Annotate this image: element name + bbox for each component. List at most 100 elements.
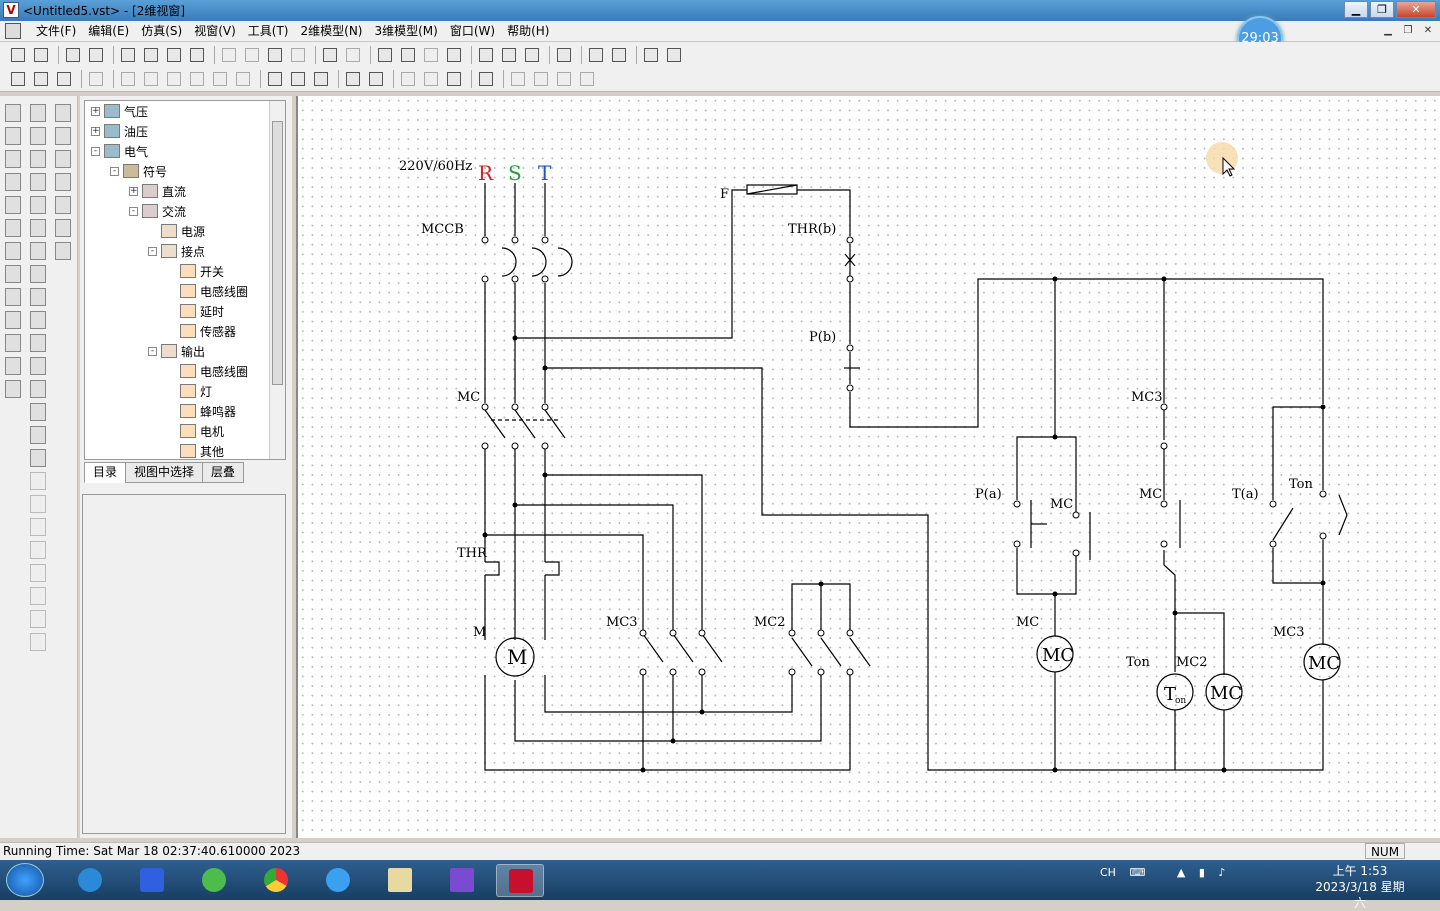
open-file-icon[interactable] bbox=[118, 45, 138, 65]
pause-icon[interactable] bbox=[421, 45, 441, 65]
cloud-app-icon[interactable] bbox=[314, 864, 362, 897]
panel-tab-1[interactable]: 视图中选择 bbox=[125, 462, 204, 483]
draw-tool-icon[interactable] bbox=[30, 242, 46, 260]
mdi-close-icon[interactable]: ✕ bbox=[1423, 25, 1433, 36]
tree-item[interactable]: +直流 bbox=[129, 181, 186, 201]
refresh-app-icon[interactable] bbox=[190, 864, 238, 897]
tile-4-icon[interactable] bbox=[577, 69, 597, 89]
tree-item[interactable]: 灯 bbox=[167, 381, 212, 401]
rotate-icon[interactable] bbox=[421, 69, 441, 89]
expand-icon[interactable]: + bbox=[129, 185, 138, 196]
draw-tool-icon[interactable] bbox=[30, 357, 46, 375]
tree-item[interactable]: -电气 bbox=[91, 141, 148, 161]
component-tree[interactable]: +气压+油压-电气-符号+直流-交流电源-接点开关电感线圈延时传感器-输出电感线… bbox=[84, 100, 286, 460]
align-bottom-icon[interactable] bbox=[210, 69, 230, 89]
clock[interactable]: 上午 1:53 2023/3/18 星期六 bbox=[1310, 863, 1410, 911]
collapse-icon[interactable]: - bbox=[91, 146, 100, 156]
draw-tool-icon[interactable] bbox=[30, 633, 46, 651]
tile-2-icon[interactable] bbox=[531, 69, 551, 89]
volume-icon[interactable]: ♪ bbox=[1218, 866, 1226, 879]
draw-tool-icon[interactable] bbox=[30, 311, 46, 329]
wire-icon[interactable] bbox=[476, 45, 496, 65]
library-icon[interactable] bbox=[641, 45, 661, 65]
shape-tool-icon[interactable] bbox=[5, 219, 21, 237]
expand-icon[interactable]: + bbox=[91, 125, 100, 136]
zoom-out-icon[interactable] bbox=[288, 69, 308, 89]
tree-item[interactable]: 蜂鸣器 bbox=[167, 401, 236, 421]
component-tool-icon[interactable] bbox=[55, 150, 71, 168]
draw-tool-icon[interactable] bbox=[30, 587, 46, 605]
expand-icon[interactable]: + bbox=[91, 105, 100, 116]
tree-item[interactable]: -符号 bbox=[110, 161, 167, 181]
save-file-icon[interactable] bbox=[141, 45, 161, 65]
print-preview-icon[interactable] bbox=[164, 45, 184, 65]
tile-1-icon[interactable] bbox=[508, 69, 528, 89]
folder-app-icon[interactable] bbox=[376, 864, 424, 897]
zoom-window-icon[interactable] bbox=[343, 69, 363, 89]
draw-tool-icon[interactable] bbox=[30, 495, 46, 513]
draw-tool-icon[interactable] bbox=[30, 334, 46, 352]
zoom-realtime-icon[interactable] bbox=[366, 69, 386, 89]
minimize-button[interactable]: ▁ bbox=[1344, 1, 1368, 18]
shape-tool-icon[interactable] bbox=[5, 104, 21, 122]
draw-tool-icon[interactable] bbox=[30, 219, 46, 237]
collapse-icon[interactable]: - bbox=[148, 246, 157, 256]
open-icon[interactable] bbox=[31, 45, 51, 65]
component-tool-icon[interactable] bbox=[55, 104, 71, 122]
document-icon[interactable] bbox=[5, 23, 21, 39]
draw-tool-icon[interactable] bbox=[30, 472, 46, 490]
tree-item[interactable]: 传感器 bbox=[167, 321, 236, 341]
component-tool-icon[interactable] bbox=[55, 219, 71, 237]
input-language-indicator[interactable]: CH bbox=[1100, 866, 1116, 879]
help-icon[interactable] bbox=[609, 45, 629, 65]
menu-item-6[interactable]: 3维模型(M) bbox=[374, 24, 438, 38]
baidu-icon[interactable] bbox=[128, 864, 176, 897]
shape-tool-icon[interactable] bbox=[5, 127, 21, 145]
network-icon[interactable]: ▮ bbox=[1198, 866, 1205, 879]
align-left-icon[interactable] bbox=[141, 69, 161, 89]
select-pointer-icon[interactable] bbox=[476, 69, 496, 89]
shape-tool-icon[interactable] bbox=[5, 311, 21, 329]
draw-tool-icon[interactable] bbox=[30, 426, 46, 444]
tree-item[interactable]: 电感线圈 bbox=[167, 281, 248, 301]
align-top-icon[interactable] bbox=[187, 69, 207, 89]
draw-tool-icon[interactable] bbox=[30, 564, 46, 582]
view-layout-3-icon[interactable] bbox=[54, 69, 74, 89]
collapse-icon[interactable]: - bbox=[148, 346, 157, 356]
new-icon[interactable] bbox=[8, 45, 28, 65]
shape-tool-icon[interactable] bbox=[5, 334, 21, 352]
print-icon[interactable] bbox=[187, 45, 207, 65]
close-button[interactable]: ✕ bbox=[1396, 1, 1436, 18]
draw-tool-icon[interactable] bbox=[30, 403, 46, 421]
draw-tool-icon[interactable] bbox=[30, 127, 46, 145]
measure-icon[interactable] bbox=[586, 45, 606, 65]
drawing-canvas[interactable]: 220V/60Hz R S T MCCB F THR(b) P(b) MC TH… bbox=[296, 96, 1440, 838]
simulator-app-icon[interactable] bbox=[496, 864, 544, 897]
draw-tool-icon[interactable] bbox=[30, 610, 46, 628]
tree-item[interactable]: 其他 bbox=[167, 441, 224, 459]
mdi-minimize-icon[interactable]: ▁ bbox=[1384, 25, 1392, 36]
draw-tool-icon[interactable] bbox=[30, 265, 46, 283]
collapse-icon[interactable]: - bbox=[110, 166, 119, 176]
draw-tool-icon[interactable] bbox=[30, 541, 46, 559]
draw-tool-icon[interactable] bbox=[30, 196, 46, 214]
book-icon[interactable] bbox=[664, 45, 684, 65]
start-button[interactable] bbox=[6, 863, 44, 897]
shape-tool-icon[interactable] bbox=[5, 242, 21, 260]
menu-item-0[interactable]: 文件(F) bbox=[36, 24, 77, 38]
zoom-fit-icon[interactable] bbox=[311, 69, 331, 89]
component-tool-icon[interactable] bbox=[55, 127, 71, 145]
shape-tool-icon[interactable] bbox=[5, 173, 21, 191]
restore-button[interactable]: ❐ bbox=[1370, 1, 1394, 18]
shape-tool-icon[interactable] bbox=[5, 196, 21, 214]
draw-tool-icon[interactable] bbox=[30, 449, 46, 467]
save-all-icon[interactable] bbox=[86, 45, 106, 65]
redo-icon[interactable] bbox=[343, 45, 363, 65]
flip-icon[interactable] bbox=[398, 69, 418, 89]
visual-studio-icon[interactable] bbox=[438, 864, 486, 897]
tree-item[interactable]: 开关 bbox=[167, 261, 224, 281]
mdi-restore-icon[interactable]: ❐ bbox=[1403, 25, 1413, 36]
draw-tool-icon[interactable] bbox=[30, 104, 46, 122]
tree-item[interactable]: +油压 bbox=[91, 121, 148, 141]
draw-tool-icon[interactable] bbox=[30, 380, 46, 398]
